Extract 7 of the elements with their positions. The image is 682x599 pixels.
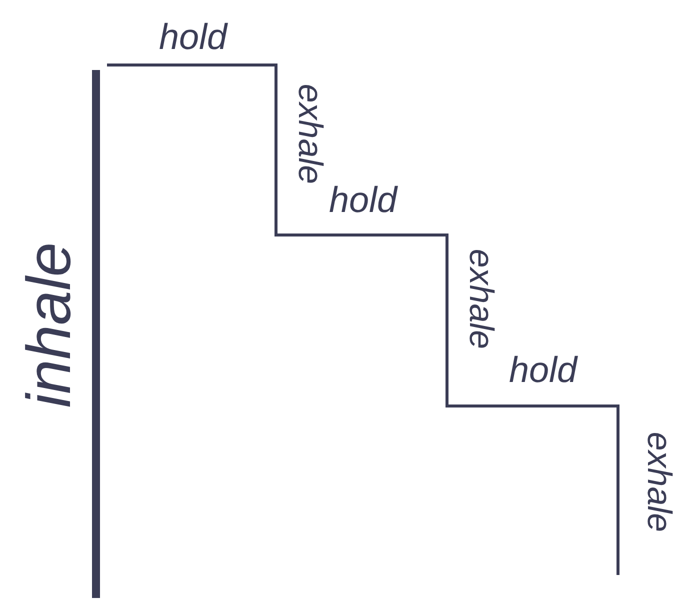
step-label: hold	[158, 19, 228, 55]
step-label: hold	[328, 182, 398, 218]
phase-label: inhale	[19, 242, 81, 408]
step-label: hold	[508, 352, 578, 388]
step-label: exhale	[464, 248, 498, 350]
step-label: exhale	[642, 432, 676, 532]
step-label: exhale	[293, 84, 327, 184]
